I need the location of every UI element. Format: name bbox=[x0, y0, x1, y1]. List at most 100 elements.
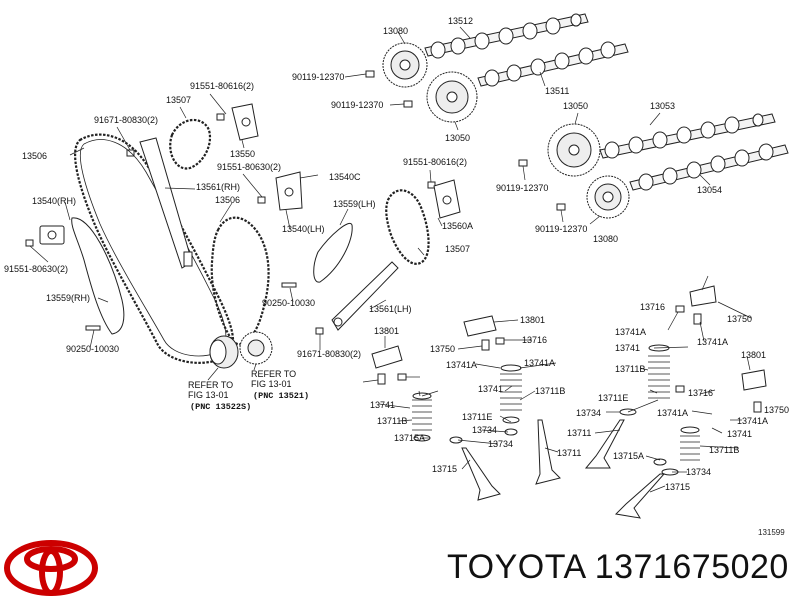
part-label: 13711B bbox=[535, 386, 565, 396]
part-label: 13734 bbox=[472, 425, 497, 435]
refer-line: FIG 13-01 bbox=[251, 379, 292, 389]
tensioner-13540-rh bbox=[39, 225, 65, 245]
part-label: 13750 bbox=[727, 314, 752, 324]
part-label: 91671-80830(2) bbox=[94, 115, 158, 125]
toyota-emblem-icon bbox=[4, 540, 98, 596]
part-label: 13716 bbox=[522, 335, 547, 345]
part-label: 13741 bbox=[478, 384, 503, 394]
part-label: 13801 bbox=[374, 326, 399, 336]
crank-gear-13522s bbox=[209, 335, 239, 369]
part-label: 13741A bbox=[737, 416, 768, 426]
part-label: 13711B bbox=[615, 364, 645, 374]
valves bbox=[461, 419, 666, 519]
camshaft-intake-lower bbox=[599, 113, 776, 159]
part-label: 13734 bbox=[576, 408, 601, 418]
timing-chain-cam-lower bbox=[385, 189, 430, 265]
part-label: 13734 bbox=[686, 467, 711, 477]
vvt-gear-13050-upper bbox=[426, 71, 478, 123]
part-label: 13559(RH) bbox=[46, 293, 90, 303]
camshaft-intake-upper bbox=[424, 13, 589, 59]
part-label: 90250-10030 bbox=[66, 344, 119, 354]
part-label: 91551-80630(2) bbox=[4, 264, 68, 274]
part-label: 13801 bbox=[741, 350, 766, 360]
part-label: 13741A bbox=[524, 358, 555, 368]
brand-name: TOYOTA bbox=[447, 548, 585, 586]
part-label: 90119-12370 bbox=[535, 224, 587, 234]
part-label: 13080 bbox=[383, 26, 408, 36]
camshaft-exhaust-upper bbox=[477, 41, 629, 87]
figure-id: 131599 bbox=[758, 528, 785, 537]
valve-retainers-seats bbox=[413, 408, 679, 476]
part-label: 13507 bbox=[166, 95, 191, 105]
part-label: 13080 bbox=[593, 234, 618, 244]
part-label: 13511 bbox=[545, 86, 569, 96]
vvt-gear-13080-upper bbox=[382, 42, 428, 88]
timing-chain-secondary bbox=[210, 216, 270, 346]
refer-note-13521: REFER TO FIG 13-01 (PNC 13521) bbox=[251, 369, 309, 401]
camshaft-exhaust-lower bbox=[629, 143, 789, 191]
part-label: 91551-80616(2) bbox=[403, 157, 467, 167]
part-label: 13741A bbox=[697, 337, 728, 347]
part-label: 13734 bbox=[488, 439, 513, 449]
part-label: 13750 bbox=[430, 344, 455, 354]
part-label: 13711 bbox=[557, 448, 581, 458]
refer-line: FIG 13-01 bbox=[188, 390, 229, 400]
pin-90250 bbox=[85, 282, 297, 331]
part-label: 13711B bbox=[709, 445, 739, 455]
part-label: 13550 bbox=[230, 149, 255, 159]
part-label: 13711B bbox=[377, 416, 407, 426]
part-label: 13716 bbox=[640, 302, 665, 312]
valvetrain-lash-adjusters bbox=[377, 305, 762, 413]
part-label: 90250-10030 bbox=[262, 298, 315, 308]
part-label: 13716 bbox=[688, 388, 713, 398]
leader-lines bbox=[29, 26, 752, 493]
part-label: 13512 bbox=[448, 16, 473, 26]
part-label: 13540C bbox=[329, 172, 361, 182]
part-label: 13506 bbox=[215, 195, 240, 205]
part-label: 13801 bbox=[520, 315, 545, 325]
part-label: 13559(LH) bbox=[333, 199, 376, 209]
crank-sprocket-13521 bbox=[239, 331, 273, 365]
part-label: 13750 bbox=[764, 405, 789, 415]
part-label: 13741 bbox=[727, 429, 752, 439]
part-label: 91551-80630(2) bbox=[217, 162, 281, 172]
part-label: 13711 bbox=[567, 428, 591, 438]
tensioner-13540-lh bbox=[275, 171, 303, 211]
part-label: 13715A bbox=[394, 433, 425, 443]
tensioner-13550 bbox=[231, 103, 259, 141]
part-number: 1371675020 bbox=[594, 548, 789, 586]
brand-part-number: TOYOTA 1371675020 bbox=[447, 548, 789, 587]
chain-guide-13561-lh bbox=[331, 261, 399, 331]
part-label: 91551-80616(2) bbox=[190, 81, 254, 91]
refer-line: REFER TO bbox=[251, 369, 296, 379]
chain-slipper-13559-lh bbox=[313, 222, 353, 283]
part-label: 13053 bbox=[650, 101, 675, 111]
tensioner-13560a bbox=[433, 179, 461, 219]
timing-chain-cam-upper bbox=[169, 118, 212, 170]
part-label: 13540(RH) bbox=[32, 196, 76, 206]
part-label: 90119-12370 bbox=[292, 72, 344, 82]
part-label: 13050 bbox=[445, 133, 470, 143]
part-label: 13711E bbox=[598, 393, 628, 403]
part-label: 13715 bbox=[432, 464, 457, 474]
part-label: 13560A bbox=[442, 221, 473, 231]
part-label: 13506 bbox=[22, 151, 47, 161]
part-label: 13050 bbox=[563, 101, 588, 111]
chain-guide-13561-rh bbox=[139, 137, 193, 269]
part-label: 90119-12370 bbox=[331, 100, 383, 110]
part-label: 13711E bbox=[462, 412, 492, 422]
part-label: 13540(LH) bbox=[282, 224, 325, 234]
part-label: 13561(LH) bbox=[369, 304, 412, 314]
chain-slipper-13559-rh bbox=[71, 217, 125, 335]
refer-note-13522s: REFER TO FIG 13-01 (PNC 13522S) bbox=[188, 380, 251, 412]
part-label: 13561(RH) bbox=[196, 182, 240, 192]
part-label: 90119-12370 bbox=[496, 183, 548, 193]
refer-pnc: (PNC 13522S) bbox=[190, 402, 251, 412]
part-label: 13054 bbox=[697, 185, 722, 195]
vvt-gear-13080-lower bbox=[586, 175, 630, 219]
part-label: 13741A bbox=[615, 327, 646, 337]
part-label: 13715 bbox=[665, 482, 690, 492]
refer-pnc: (PNC 13521) bbox=[253, 391, 309, 401]
